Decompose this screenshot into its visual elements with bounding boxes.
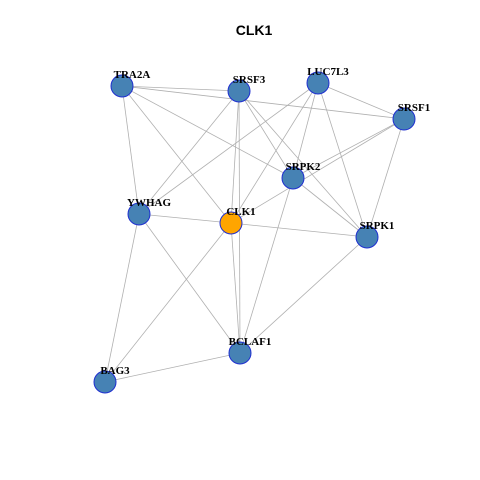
edge-ywhag-bclaf1: [138, 213, 241, 354]
node-label-srpk2: SRPK2: [286, 161, 321, 173]
edge-srsf3-srpk1: [238, 90, 368, 238]
node-bag3: [93, 370, 117, 394]
edge-luc7l3-srsf1: [317, 82, 405, 120]
edge-srsf3-clk1: [230, 90, 240, 224]
edge-srsf3-srpk2: [238, 90, 294, 179]
node-clk1: [219, 211, 243, 235]
node-tra2a: [110, 74, 134, 98]
edge-srsf1-srpk1: [366, 118, 405, 238]
node-label-bclaf1: BCLAF1: [229, 336, 272, 348]
node-ywhag: [127, 202, 151, 226]
edge-srpk1-bclaf1: [239, 236, 368, 354]
node-label-srpk1: SRPK1: [360, 220, 395, 232]
edge-tra2a-srsf1: [121, 85, 405, 120]
node-srsf1: [392, 107, 416, 131]
node-srpk2: [281, 166, 305, 190]
node-label-bag3: BAG3: [100, 365, 130, 377]
graph-title: CLK1: [236, 22, 273, 38]
edge-luc7l3-clk1: [230, 82, 319, 224]
edge-luc7l3-srpk1: [317, 82, 368, 238]
edge-tra2a-ywhag: [121, 85, 140, 215]
node-label-tra2a: TRA2A: [114, 69, 151, 81]
edge-srsf1-clk1: [230, 118, 405, 224]
edge-ywhag-bag3: [104, 213, 140, 383]
edge-srsf3-ywhag: [138, 90, 240, 215]
node-label-luc7l3: LUC7L3: [307, 66, 349, 78]
node-srpk1: [355, 225, 379, 249]
edge-srpk2-bclaf1: [239, 177, 294, 354]
edge-clk1-bag3: [104, 222, 232, 383]
edge-luc7l3-srpk2: [292, 82, 319, 179]
edge-clk1-bclaf1: [230, 222, 241, 354]
edge-ywhag-clk1: [138, 213, 232, 224]
node-luc7l3: [306, 71, 330, 95]
edge-clk1-srpk1: [230, 222, 368, 238]
edge-tra2a-clk1: [121, 85, 232, 224]
edge-bclaf1-bag3: [104, 352, 241, 383]
node-label-ywhag: YWHAG: [127, 197, 171, 209]
edge-layer: [104, 82, 405, 383]
edge-srpk2-srpk1: [292, 177, 368, 238]
edge-srsf1-srpk2: [292, 118, 405, 179]
node-label-srsf3: SRSF3: [233, 74, 266, 86]
node-label-srsf1: SRSF1: [398, 102, 430, 114]
node-label-clk1: CLK1: [226, 206, 255, 218]
edge-tra2a-srpk2: [121, 85, 294, 179]
node-srsf3: [227, 79, 251, 103]
edge-tra2a-srsf3: [121, 85, 240, 92]
node-bclaf1: [228, 341, 252, 365]
edge-luc7l3-ywhag: [138, 82, 319, 215]
node-layer: [93, 71, 416, 394]
